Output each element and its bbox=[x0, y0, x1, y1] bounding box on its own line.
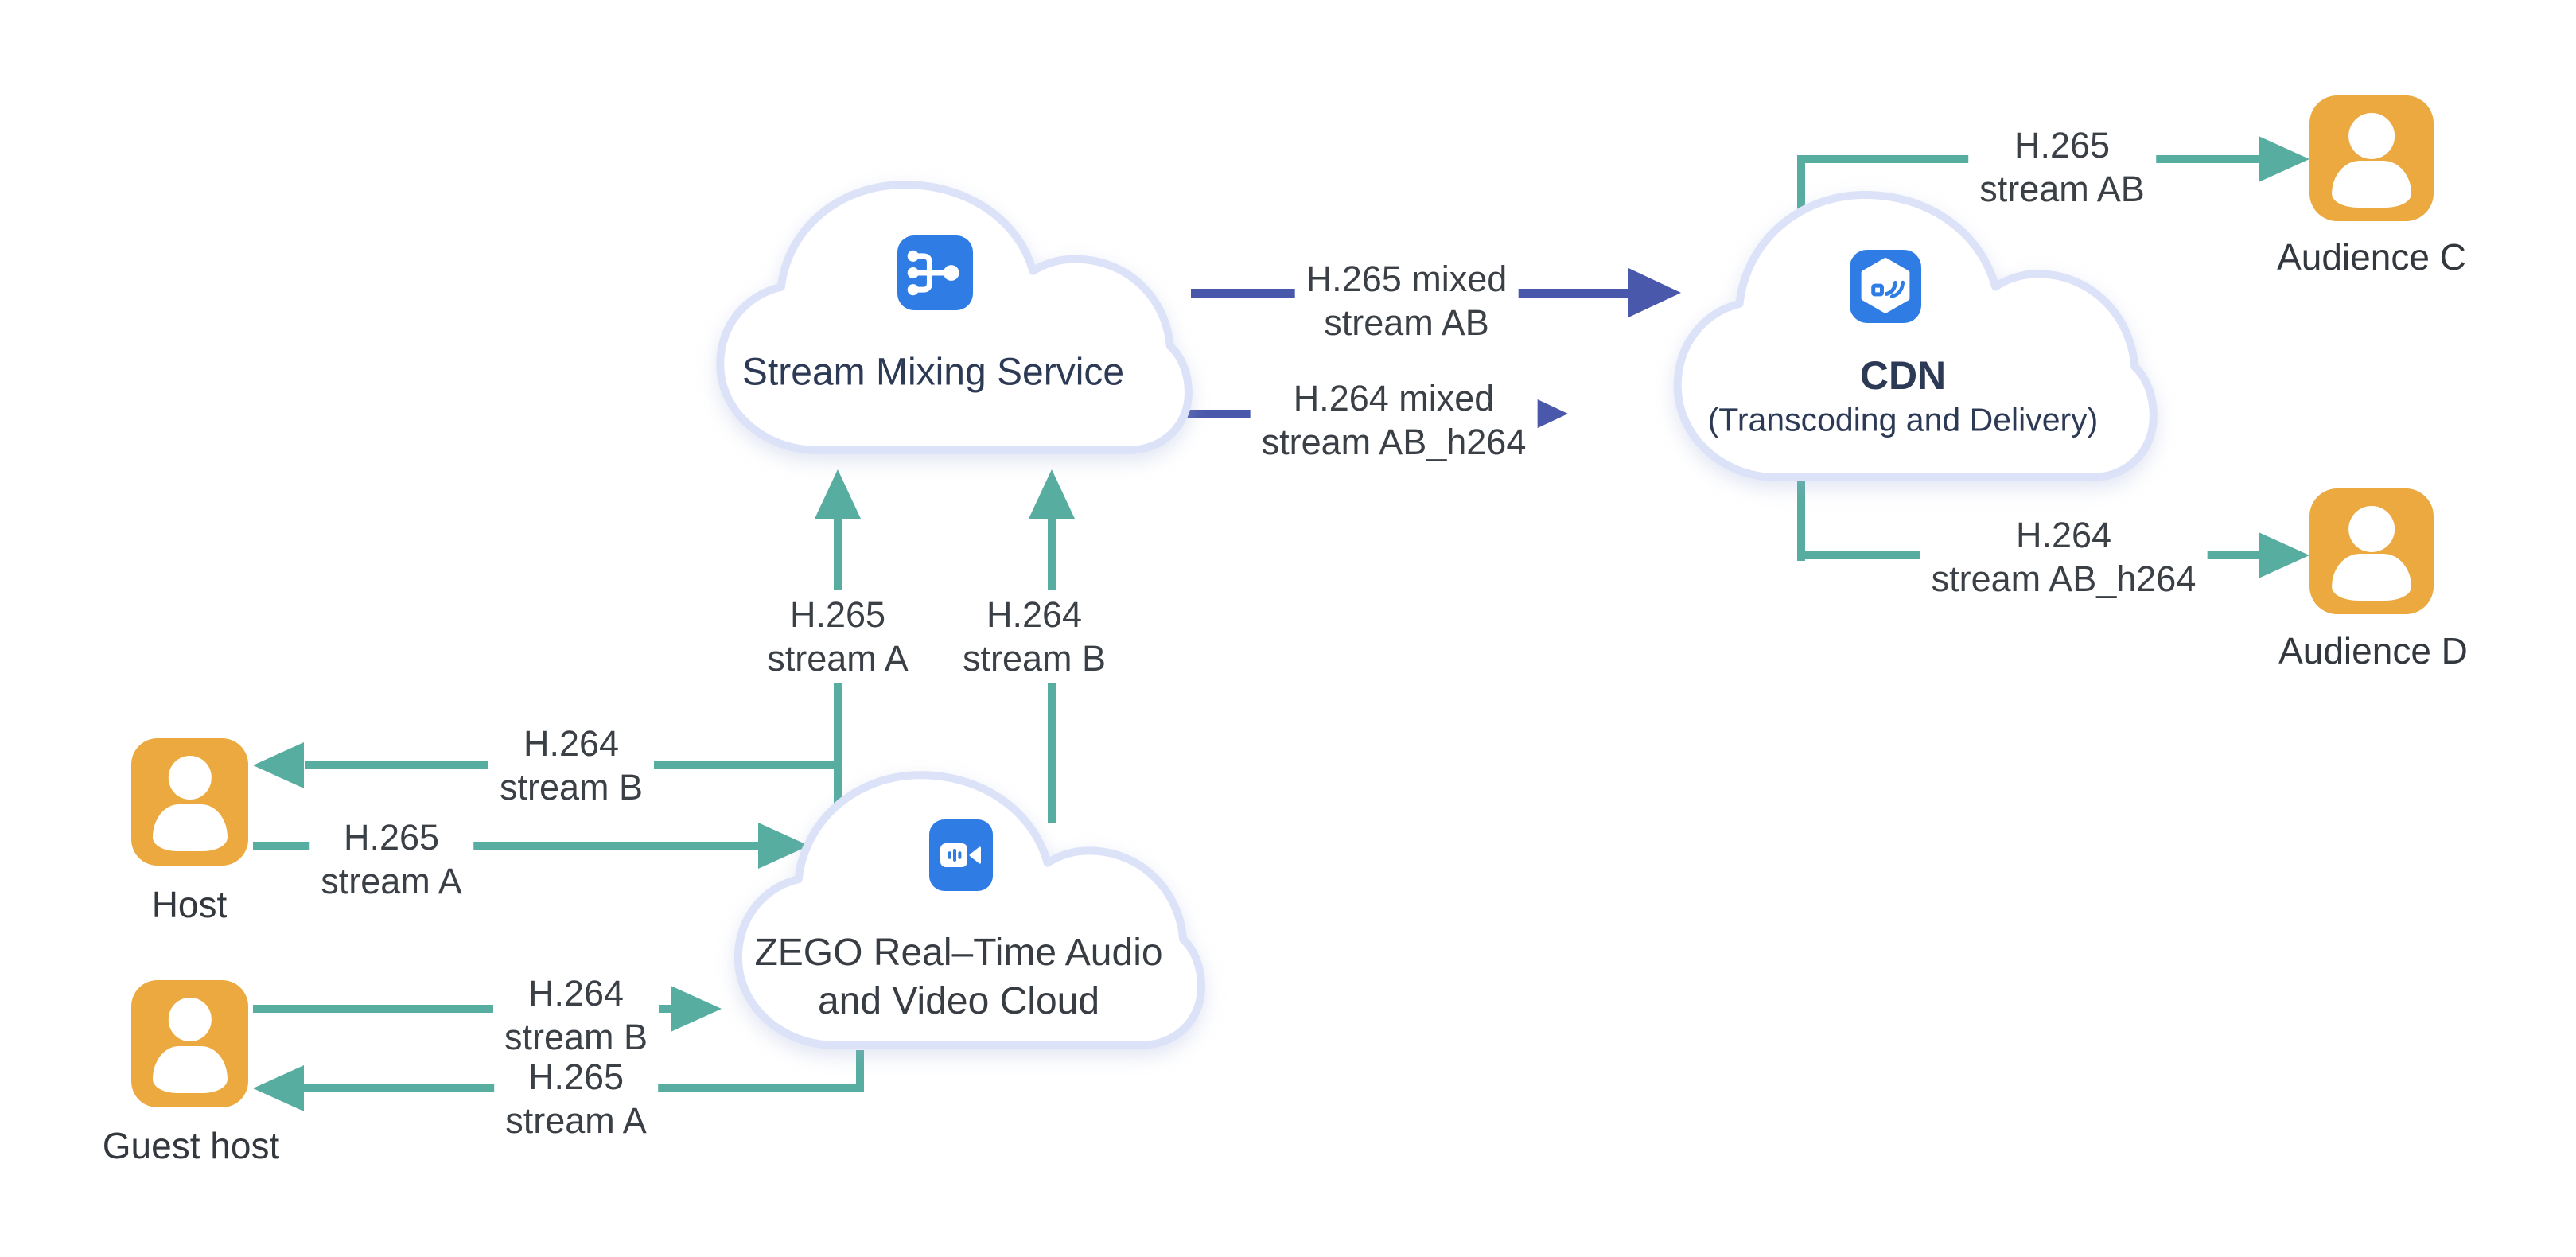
edge-label-line2: stream AB_h264 bbox=[1931, 558, 2197, 599]
edge-label-line1: H.264 bbox=[523, 723, 620, 764]
edge-label-line2: stream A bbox=[767, 638, 909, 679]
edge-cdn-to-audd-elbow bbox=[1797, 449, 1805, 561]
person-torso bbox=[152, 804, 228, 852]
edge-label-line2: stream B bbox=[504, 1017, 648, 1057]
edge-label-line2: stream AB bbox=[1324, 302, 1489, 343]
edge-label-line2: stream AB_h264 bbox=[1261, 422, 1527, 462]
arrowhead-into-mixer-a bbox=[815, 469, 861, 519]
guest-host-avatar bbox=[131, 980, 248, 1107]
edge-label-line1: H.265 bbox=[527, 1057, 625, 1097]
audience-d-label: Audience D bbox=[2278, 630, 2468, 671]
zego-title-line1: ZEGO Real–Time Audio bbox=[754, 932, 1163, 974]
audience-c-label: Audience C bbox=[2277, 236, 2466, 278]
person-head bbox=[168, 756, 212, 800]
person-head bbox=[2348, 506, 2395, 552]
arrowhead-into-mixer-b bbox=[1029, 469, 1075, 519]
edge-label-line2: stream B bbox=[962, 638, 1107, 679]
stream-mixing-cloud bbox=[696, 173, 1193, 461]
guest-host-label: Guest host bbox=[102, 1125, 280, 1166]
cdn-cube-icon bbox=[1850, 250, 1921, 323]
zego-title: ZEGO Real–Time Audio and Video Cloud bbox=[754, 928, 1162, 1025]
arrowhead-into-audience-d bbox=[2259, 532, 2309, 578]
edge-label-zego-to-mixer-b: H.264 stream B bbox=[951, 590, 1118, 683]
edge-label-zego-to-guest: H.265 stream A bbox=[494, 1052, 658, 1146]
edge-guest-to-zego-line bbox=[253, 1005, 671, 1013]
cdn-title: CDN bbox=[1859, 353, 1947, 398]
edge-label-line1: H.265 bbox=[2014, 125, 2111, 165]
edge-label-line1: H.265 mixed bbox=[1306, 259, 1508, 299]
cloud-shape bbox=[696, 173, 1193, 461]
person-torso bbox=[152, 1046, 228, 1094]
arrowhead-into-cdn-265 bbox=[1628, 268, 1681, 317]
edge-label-cdn-to-audience-c: H.265 stream AB bbox=[1968, 120, 2156, 214]
edge-label-line1: H.264 mixed bbox=[1293, 378, 1495, 418]
arrowhead-into-guest bbox=[253, 1065, 304, 1111]
arrowhead-into-audience-c bbox=[2259, 136, 2309, 182]
edge-label-line1: H.264 bbox=[2015, 515, 2112, 555]
edge-label-mixer-to-cdn-265: H.265 mixed stream AB bbox=[1294, 254, 1519, 348]
edge-label-line1: H.264 bbox=[527, 973, 625, 1014]
zego-cloud bbox=[714, 764, 1206, 1057]
video-camera-icon bbox=[929, 819, 993, 891]
audience-d-avatar bbox=[2309, 488, 2434, 614]
edge-label-mixer-to-cdn-264: H.264 mixed stream AB_h264 bbox=[1250, 373, 1538, 467]
host-avatar bbox=[131, 738, 248, 866]
cloud-shape bbox=[714, 764, 1206, 1057]
cdn-subtitle: (Transcoding and Delivery) bbox=[1707, 401, 2099, 438]
edge-label-line2: stream A bbox=[505, 1100, 647, 1141]
edge-label-line2: stream AB bbox=[1979, 169, 2145, 209]
stream-mixer-glyph bbox=[907, 250, 959, 296]
edge-label-zego-to-mixer-a: H.265 stream A bbox=[756, 590, 920, 683]
person-head bbox=[168, 998, 212, 1041]
stream-mixing-title: Stream Mixing Service bbox=[741, 351, 1125, 394]
edge-host-to-zego-line bbox=[253, 842, 758, 850]
edge-label-host-to-zego: H.265 stream A bbox=[309, 812, 473, 906]
cloud-shape bbox=[1653, 183, 2158, 489]
video-camera-glyph bbox=[940, 843, 981, 867]
edge-zego-to-guest-elbow bbox=[856, 1050, 864, 1092]
person-torso bbox=[2332, 554, 2411, 601]
person-head bbox=[2348, 113, 2395, 159]
edge-label-line2: stream B bbox=[499, 767, 644, 808]
cdn-cloud bbox=[1653, 183, 2158, 489]
edge-label-line2: stream A bbox=[321, 861, 462, 901]
arrowhead-into-zego-from-guest bbox=[671, 986, 722, 1032]
edge-label-line1: H.265 bbox=[789, 594, 886, 635]
host-label: Host bbox=[151, 884, 228, 925]
edge-label-cdn-to-audience-d: H.264 stream AB_h264 bbox=[1920, 510, 2208, 604]
edge-label-line1: H.264 bbox=[986, 594, 1083, 635]
stream-mixer-icon bbox=[897, 235, 973, 310]
cdn-cube-glyph bbox=[1861, 258, 1910, 313]
edge-label-zego-to-host: H.264 stream B bbox=[488, 718, 655, 812]
arrowhead-into-host bbox=[253, 742, 304, 788]
edge-label-guest-to-zego: H.264 stream B bbox=[492, 968, 660, 1062]
zego-title-line2: and Video Cloud bbox=[817, 980, 1100, 1022]
edge-label-line1: H.265 bbox=[343, 817, 440, 858]
person-torso bbox=[2332, 161, 2411, 208]
audience-c-avatar bbox=[2309, 95, 2434, 221]
